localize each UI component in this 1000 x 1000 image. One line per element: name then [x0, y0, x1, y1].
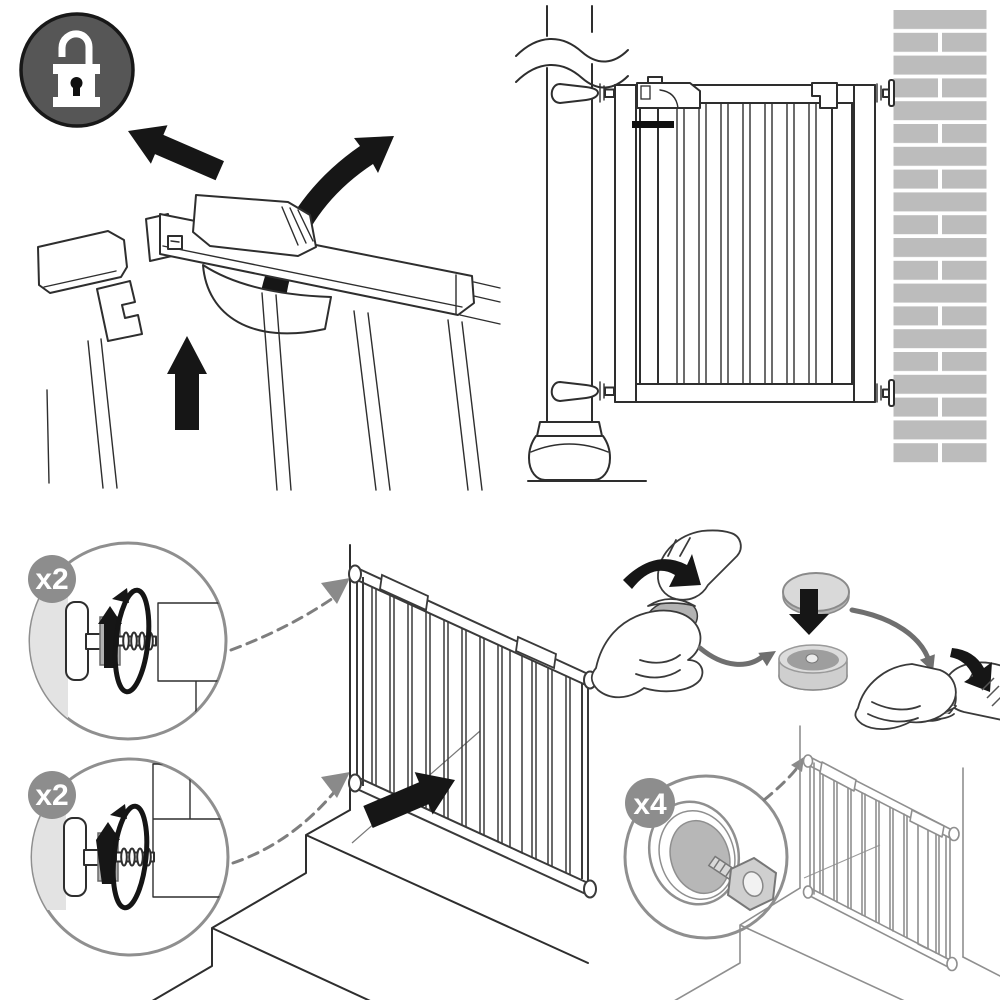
pad-application	[778, 572, 850, 691]
latch-indicator	[632, 121, 674, 128]
push-gate-arrow	[363, 772, 455, 828]
safety-gate	[614, 76, 876, 403]
peel-arrow	[623, 554, 701, 589]
pointer-arrowhead-bottom	[321, 772, 350, 798]
staircase	[151, 809, 589, 1000]
pointer-arrowhead-top	[321, 578, 350, 604]
spindle-callout-bottom: x2	[28, 757, 230, 957]
x2-badge-bottom	[28, 771, 76, 819]
panel-spindle-callouts: x2 x2	[28, 541, 350, 957]
step-arrow-2	[849, 607, 931, 661]
latch-receiver	[37, 230, 143, 489]
press-arrow	[950, 648, 992, 692]
gate-handle-assembly	[145, 194, 501, 491]
wall-cup-spindles	[550, 79, 895, 407]
pointer-dash-bottom	[231, 788, 338, 865]
gate-on-stairs-right	[674, 725, 1000, 1000]
spindle-callout-top: x2	[28, 541, 228, 741]
open-direction-arrow	[128, 125, 224, 181]
wall-cup	[778, 644, 848, 691]
pointer-dash-hardware	[762, 766, 799, 802]
x2-badge-bottom-label: x2	[35, 779, 68, 812]
x2-badge-top-label: x2	[35, 563, 68, 596]
pointer-dash-top	[229, 594, 338, 652]
wall-cup-side	[63, 817, 87, 897]
panel-hardware-callout: x4	[623, 757, 804, 940]
rotation-arrow	[112, 587, 152, 695]
step-arrow-1	[697, 645, 765, 667]
panel-installed-overview	[515, 5, 987, 482]
staircase-right	[674, 887, 1000, 1000]
gate-latch	[632, 76, 701, 128]
cup-screw-nut	[647, 800, 778, 912]
banister-post	[515, 5, 647, 482]
latch-catch	[811, 82, 838, 109]
gate-on-stairs	[348, 564, 597, 899]
panel-adhesive-sequence	[590, 529, 1000, 730]
x4-badge-label: x4	[633, 788, 667, 821]
brick-wall	[893, 10, 987, 466]
press-down-arrow	[789, 589, 829, 635]
wall-cup-side	[65, 601, 89, 681]
press-cup-hands	[854, 648, 1000, 730]
lift-handle-arrow	[167, 336, 207, 430]
x2-badge-top	[28, 555, 76, 603]
peel-backing-hands	[590, 529, 742, 699]
unlocked-padlock-icon	[19, 12, 135, 128]
panel-latch-operation	[19, 12, 501, 491]
panel-stairs-placement	[151, 544, 597, 1000]
x4-badge	[625, 778, 675, 828]
rotation-arrow	[110, 803, 150, 911]
